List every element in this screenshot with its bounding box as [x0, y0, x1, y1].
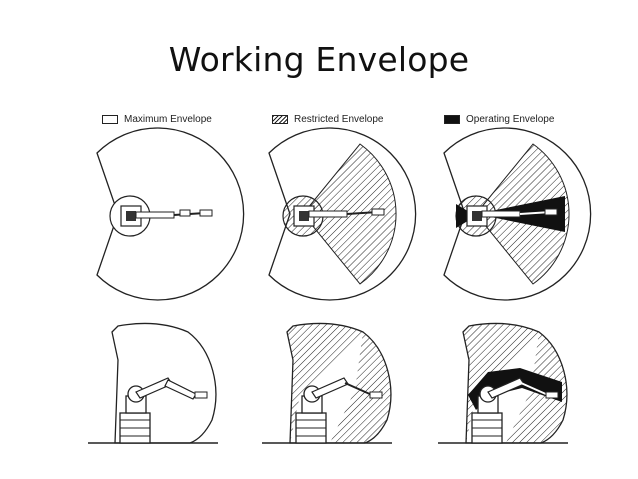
legend-restricted: Restricted Envelope	[272, 114, 384, 125]
side-view-maximum	[88, 322, 218, 444]
legend-operating: Operating Envelope	[444, 114, 554, 125]
legend-label-maximum: Maximum Envelope	[124, 114, 212, 125]
legend-swatch-operating	[444, 115, 460, 124]
plan-view-operating	[443, 127, 592, 301]
robot-turret	[126, 211, 136, 221]
legend-maximum: Maximum Envelope	[102, 114, 212, 125]
robot-gripper	[199, 209, 213, 217]
legend-label-operating: Operating Envelope	[466, 114, 555, 125]
legend-label-restricted: Restricted Envelope	[294, 114, 384, 125]
legend-swatch-maximum	[102, 115, 118, 124]
side-view-restricted	[262, 322, 392, 444]
plan-view-maximum	[96, 127, 245, 301]
robot-arm	[135, 211, 175, 219]
plan-view-restricted	[268, 127, 417, 301]
page-title: Working Envelope	[168, 40, 470, 79]
legend-swatch-restricted	[272, 115, 288, 124]
side-view-operating	[438, 322, 568, 444]
